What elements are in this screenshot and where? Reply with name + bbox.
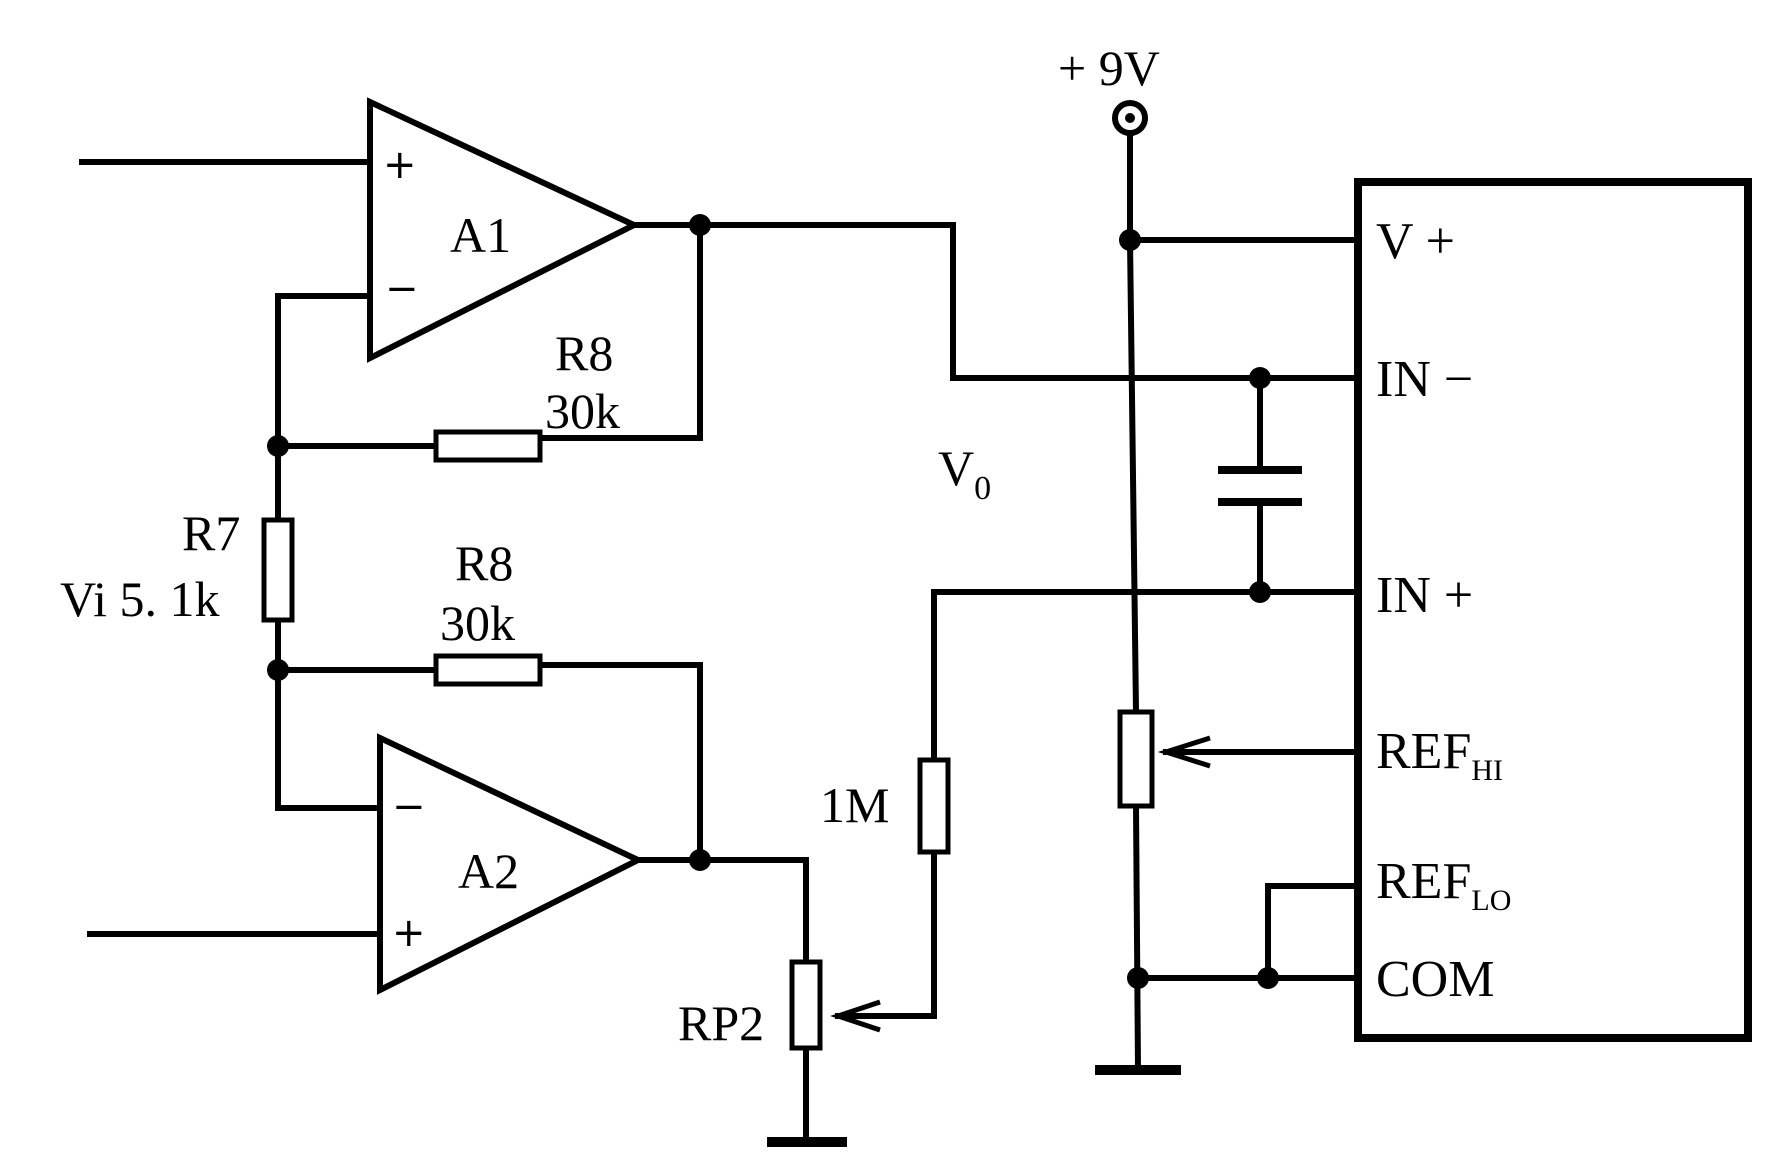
opamp-a2-minus: −	[392, 784, 426, 830]
pin-ref-lo-sub: LO	[1471, 884, 1511, 917]
pin-in-plus: IN +	[1376, 567, 1473, 624]
opamp-a1-label: A1	[450, 207, 511, 263]
junction-in-plus	[1249, 581, 1271, 603]
adc-chip	[1354, 178, 1752, 1042]
junction-in-minus	[1249, 367, 1271, 389]
opamp-a2-label: A2	[458, 843, 519, 899]
junctions	[267, 214, 1279, 989]
r7-value: Vi 5. 1k	[60, 571, 220, 627]
junction-r7-bottom	[267, 659, 289, 681]
r8-bottom-value: 30k	[440, 595, 515, 651]
r8-top-value: 30k	[545, 383, 620, 439]
opamp-a1-minus: −	[385, 266, 419, 312]
rp2-name: RP2	[678, 995, 764, 1051]
pin-ref-hi-sub: HI	[1471, 754, 1503, 787]
supply-label: + 9V	[1058, 40, 1160, 96]
pin-ref-hi: REFHI	[1376, 723, 1503, 787]
opamp-a2-plus: +	[392, 910, 426, 956]
junction-supply	[1119, 229, 1141, 251]
opamp-a2: A2 − +	[377, 733, 645, 995]
capacitor	[1218, 466, 1302, 506]
supply-terminal: + 9V	[1058, 40, 1160, 136]
resistors	[261, 429, 1155, 1051]
rp2-wiper-arrow	[830, 999, 881, 1033]
junction-com-right	[1257, 967, 1279, 989]
junction-com-left	[1127, 967, 1149, 989]
opamp-a1-triangle	[367, 97, 641, 363]
junction-a1-out	[689, 214, 711, 236]
resistor-1m	[917, 757, 951, 855]
pin-in-minus: IN −	[1376, 351, 1473, 408]
resistor-r7	[261, 517, 295, 623]
opamp-a1-plus: +	[383, 142, 417, 188]
potentiometer-rp2	[789, 959, 823, 1051]
v0-label: V0	[938, 440, 991, 507]
junction-r7-top	[267, 435, 289, 457]
opamp-a2-triangle	[377, 733, 645, 995]
r7-name: R7	[182, 505, 240, 561]
opamp-a1: A1 + −	[367, 97, 641, 363]
pin-ref-lo-main: REF	[1376, 853, 1471, 910]
resistor-r8-bottom	[433, 653, 543, 687]
pin-com: COM	[1376, 951, 1494, 1008]
component-labels: R8 30k R8 30k R7 Vi 5. 1k 1M RP2 V0	[60, 325, 991, 1051]
chip-pin-labels: V + IN − IN + REFHI REFLO COM	[1376, 213, 1511, 1008]
pin-ref-lo: REFLO	[1376, 853, 1511, 917]
junction-a2-out	[689, 849, 711, 871]
r8-bottom-name: R8	[455, 535, 513, 591]
pin-v-plus: V +	[1376, 213, 1455, 270]
r8-top-name: R8	[555, 325, 613, 381]
wiper-arrows	[830, 735, 1211, 1033]
ref-wiper-arrow	[1157, 735, 1211, 769]
resistor-r8-top	[433, 429, 543, 463]
v0-label-main: V	[938, 440, 974, 496]
v0-label-sub: 0	[974, 470, 991, 507]
potentiometer-ref	[1117, 709, 1155, 809]
pin-ref-hi-main: REF	[1376, 723, 1471, 780]
supply-terminal-center	[1125, 113, 1135, 123]
wires	[79, 131, 1361, 1147]
resistor-1m-value: 1M	[820, 777, 889, 833]
